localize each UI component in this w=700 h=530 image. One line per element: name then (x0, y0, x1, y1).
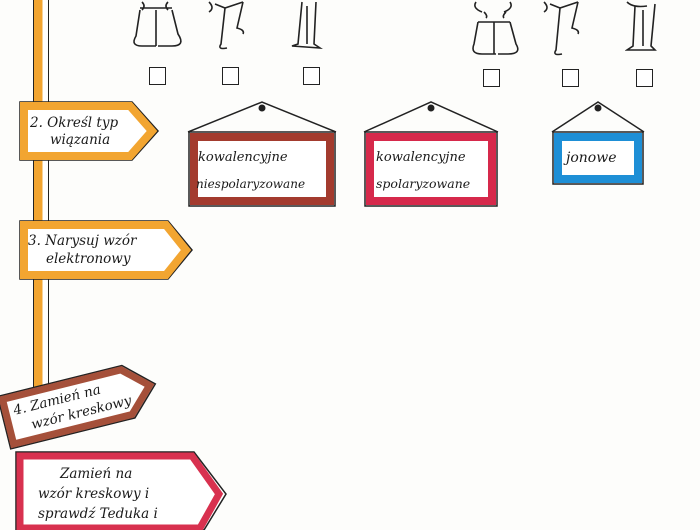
checkbox-figure-2[interactable] (222, 67, 239, 85)
plaque-kowalencyjne-spolaryzowane[interactable]: kowalencyjne spolaryzowane (362, 98, 500, 210)
checkbox-figure-6[interactable] (636, 69, 653, 87)
checkbox-figure-3[interactable] (303, 67, 320, 85)
signpost-step-3: 3. Narysuj wzór elektronowy (18, 219, 194, 281)
plaque-kowalencyjne-niespolaryzowane[interactable]: kowalencyjne niespolaryzowane (186, 98, 338, 210)
checkbox-figure-4[interactable] (483, 69, 500, 87)
figure-6-icon (625, 1, 657, 51)
plaque-3-line-1: jonowe (566, 150, 617, 166)
signpost-step-3-line-1: 3. Narysuj wzór (28, 233, 137, 249)
signpost-step-2: 2. Określ typ wiązania (18, 100, 160, 162)
signpost-step-5-line-1: Zamień na (60, 466, 133, 482)
signpost-step-5-line-2: wzór kreskowy i (38, 486, 150, 502)
figure-2-icon (208, 1, 245, 50)
signpost-pole (33, 0, 49, 400)
signpost-step-5-line-3: sprawdź Teduka i (38, 506, 158, 522)
plaque-1-line-2: niespolaryzowane (196, 177, 306, 191)
signpost-step-2-line-2: wiązania (50, 132, 111, 148)
checkbox-figure-5[interactable] (562, 69, 579, 87)
signpost-step-5: Zamień na wzór kreskowy i sprawdź Teduka… (14, 450, 229, 530)
plaque-1-line-1: kowalencyjne (198, 150, 288, 165)
checkbox-figure-1[interactable] (149, 67, 166, 85)
plaque-jonowe[interactable]: jonowe (550, 98, 646, 188)
figure-3-icon (291, 1, 323, 50)
figure-1-icon (133, 1, 182, 47)
figure-5-icon (543, 1, 580, 56)
figure-4-icon (472, 1, 519, 55)
signpost-step-4: 4. Zamień na wzór kreskowy (0, 350, 165, 451)
signpost-step-2-line-1: 2. Określ typ (30, 115, 119, 131)
signpost-step-3-line-2: elektronowy (46, 251, 131, 267)
plaque-2-line-2: spolaryzowane (376, 176, 471, 191)
plaque-2-line-1: kowalencyjne (376, 150, 466, 165)
